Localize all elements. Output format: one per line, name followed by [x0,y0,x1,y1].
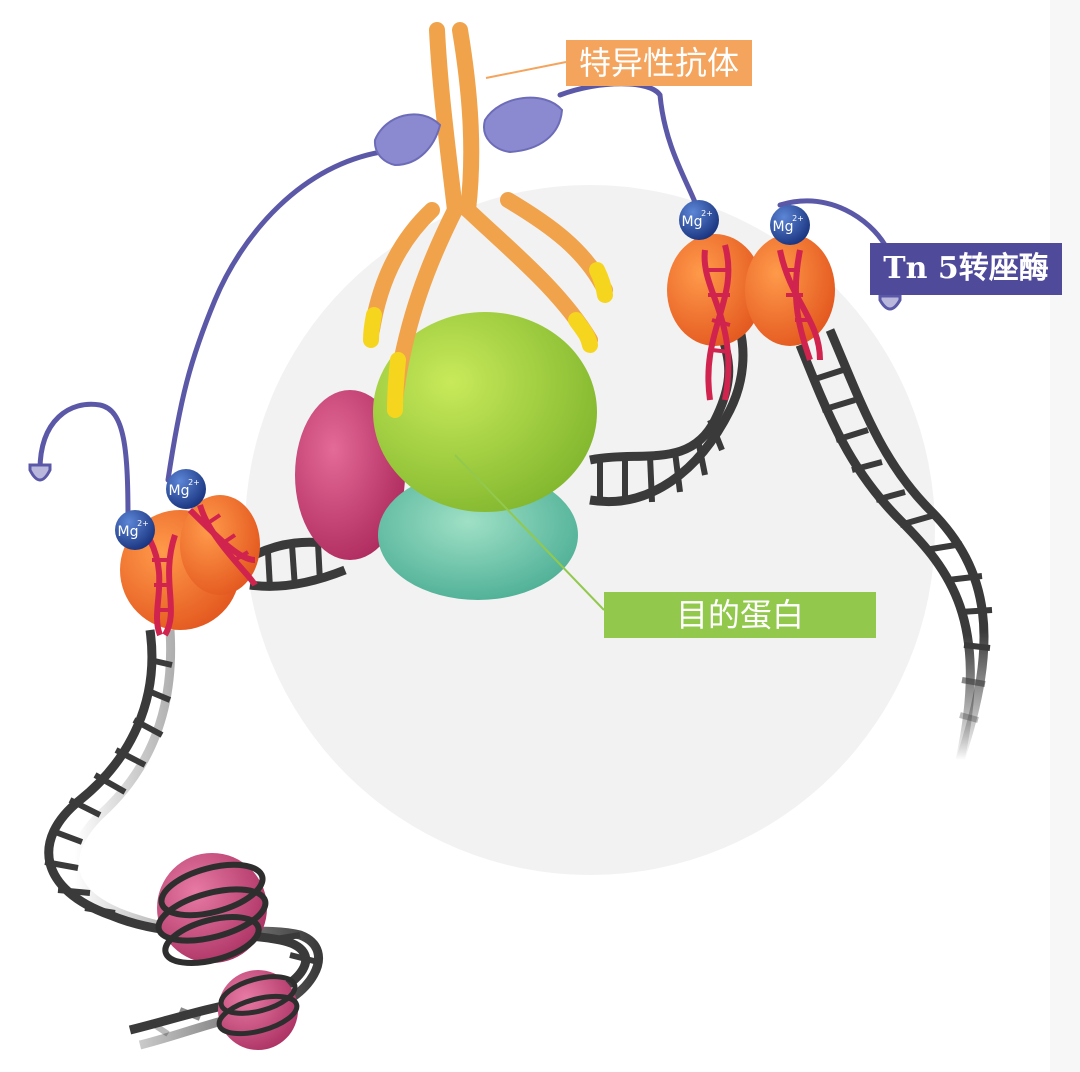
protein-ag-lobes [373,96,564,167]
linker-left-long [165,147,398,483]
mg-charge: 2+ [792,214,804,223]
linker-end-left [28,463,52,482]
right-margin-strip [1050,0,1080,1072]
mg-symbol: Mg [118,524,139,540]
mg-symbol: Mg [773,219,794,235]
linker-end-right [878,294,902,311]
leader-lines [454,61,605,611]
mg-ion-right-a: Mg 2+ [679,200,719,240]
nucleosome-lower [216,970,300,1050]
mg-symbol: Mg [682,214,703,230]
mg-charge: 2+ [701,209,713,218]
mg-charge: 2+ [137,519,149,528]
antibody-label: 特异性抗体 [566,40,752,86]
mg-ion-right-b: Mg 2+ [770,205,810,245]
mg-symbol: Mg [169,483,190,499]
mg-charge: 2+ [188,478,200,487]
tn5-complex-left [120,495,260,637]
target-protein-complex [295,312,597,600]
linker-left-short [37,401,131,523]
protein-leader-line [454,454,605,611]
tn5-transposase-label: Tn 5转座酶 [870,243,1062,295]
nucleosome-upper [155,853,269,966]
mg-ion-left-upper: Mg 2+ [166,469,206,509]
antibody [363,22,613,418]
target-protein-label: 目的蛋白 [604,592,876,638]
antibody-leader-line [485,61,567,79]
dna-helix-right [795,328,993,762]
protein-subunit-green [373,312,597,512]
tn5-complex-right [667,234,835,401]
mg-ion-left-lower: Mg 2+ [115,510,155,550]
